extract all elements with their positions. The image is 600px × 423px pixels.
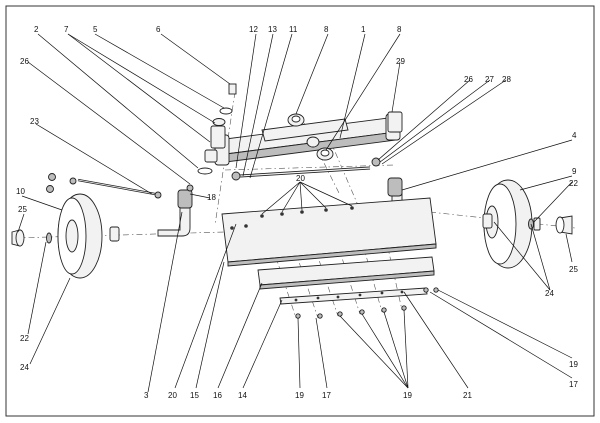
- left-tie-rod-end: [46, 173, 194, 199]
- callout-10: 10: [16, 187, 25, 196]
- axle-beam: [214, 113, 401, 166]
- callout-12: 12: [249, 25, 258, 34]
- callout-14: 14: [238, 391, 247, 400]
- callout-26a: 26: [20, 57, 29, 66]
- callouts: 1 2 3 4 5 6 7 8 8 9 10 11 12 13 14 15 16…: [16, 25, 578, 400]
- callout-13: 13: [268, 25, 277, 34]
- right-wheel: [482, 179, 533, 269]
- callout-28: 28: [502, 75, 511, 84]
- callout-3: 3: [144, 391, 149, 400]
- callout-25b: 25: [569, 265, 578, 274]
- callout-18: 18: [207, 193, 216, 202]
- callout-21: 21: [463, 391, 472, 400]
- flat-strap: [279, 287, 428, 305]
- callout-17b: 17: [569, 380, 578, 389]
- callout-2: 2: [34, 25, 39, 34]
- bushing-stack: [197, 83, 237, 175]
- callout-8a: 8: [324, 25, 329, 34]
- callout-20a: 20: [168, 391, 177, 400]
- callout-17a: 17: [322, 391, 331, 400]
- right-bracket: [387, 111, 403, 133]
- callout-26b: 26: [464, 75, 473, 84]
- callout-16: 16: [213, 391, 222, 400]
- callout-5: 5: [93, 25, 98, 34]
- callout-1: 1: [361, 25, 366, 34]
- callout-6: 6: [156, 25, 161, 34]
- left-washer: [46, 232, 52, 244]
- diagram-frame: [5, 5, 595, 417]
- callout-24a: 24: [20, 363, 29, 372]
- nuts-row: [295, 287, 439, 319]
- callout-8b: 8: [397, 25, 402, 34]
- tie-rod: [231, 157, 381, 181]
- callout-9: 9: [572, 167, 577, 176]
- callout-19b: 19: [569, 360, 578, 369]
- callout-25a: 25: [18, 205, 27, 214]
- callout-20b: 20: [296, 174, 305, 183]
- callout-19c: 19: [403, 391, 412, 400]
- callout-7: 7: [64, 25, 69, 34]
- callout-19a: 19: [295, 391, 304, 400]
- callout-22a: 22: [20, 334, 29, 343]
- shield-plate: [221, 197, 437, 267]
- lower-bar: [257, 256, 435, 290]
- callout-4: 4: [572, 131, 577, 140]
- callout-23: 23: [30, 117, 39, 126]
- right-hub-cap: [555, 215, 573, 235]
- left-wheel: [57, 193, 120, 279]
- left-hub-cap: [11, 229, 25, 247]
- callout-11: 11: [289, 25, 298, 34]
- callout-29: 29: [396, 57, 405, 66]
- callout-27: 27: [485, 75, 494, 84]
- pivot-tubes: [287, 113, 334, 161]
- callout-15: 15: [190, 391, 199, 400]
- left-spindle: [157, 189, 193, 237]
- leader-lines: [17, 33, 573, 393]
- callout-22b: 22: [569, 179, 578, 188]
- callout-24b: 24: [545, 289, 554, 298]
- right-washer: [528, 217, 541, 231]
- shield-holes: [230, 206, 354, 230]
